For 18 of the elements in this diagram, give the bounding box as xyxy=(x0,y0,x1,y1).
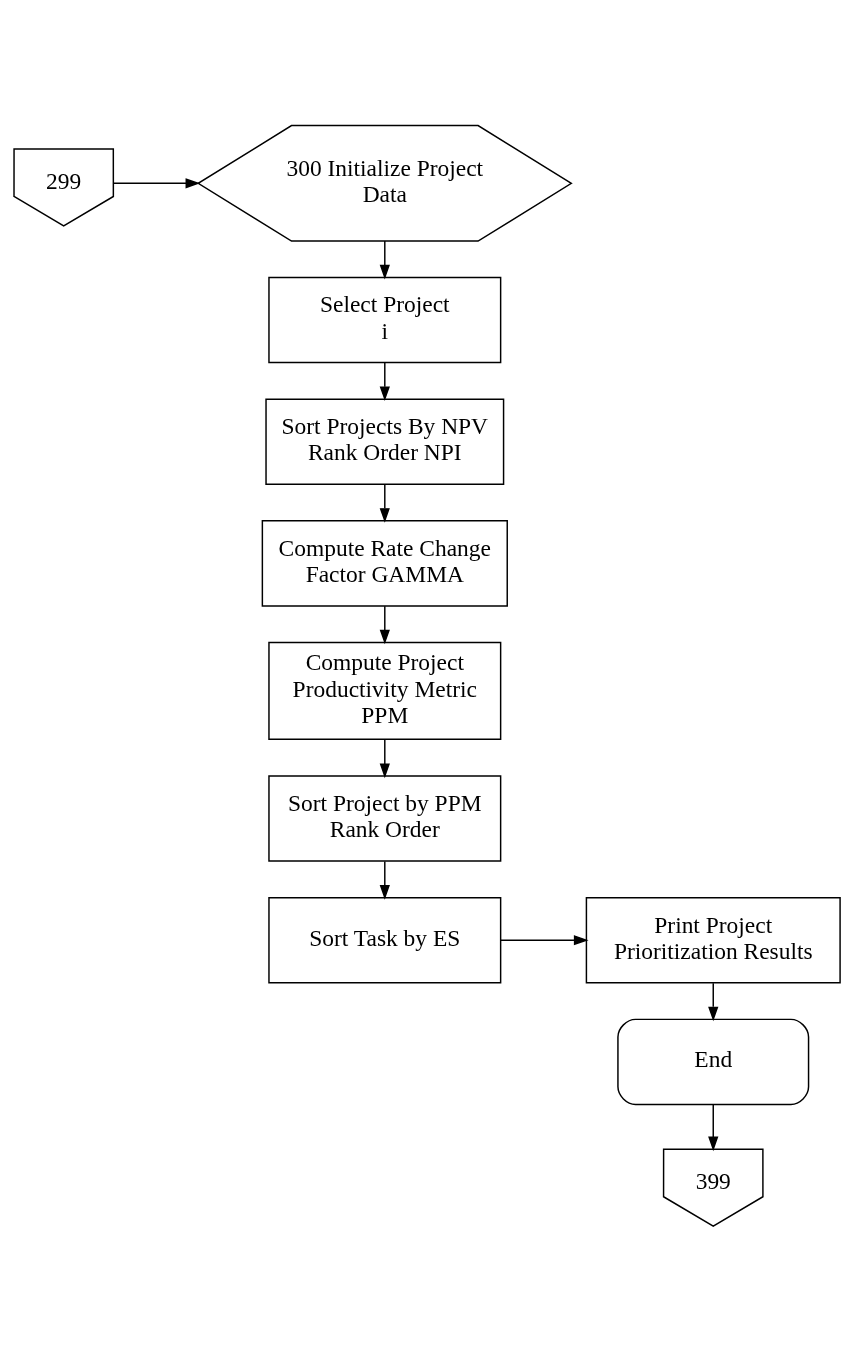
node-box: Sort Task by ES xyxy=(268,896,502,984)
arrow xyxy=(708,982,719,1022)
arrow xyxy=(379,362,390,402)
arrow xyxy=(708,1104,719,1152)
node-box: Compute Rate Change Factor GAMMA xyxy=(261,520,508,607)
node-box: Compute Project Productivity Metric PPM xyxy=(268,641,502,741)
arrow xyxy=(379,240,390,280)
arrow xyxy=(379,605,390,645)
arrow xyxy=(500,935,589,946)
node-box: Sort Projects By NPV Rank Order NPI xyxy=(265,398,505,485)
node-box: Select Project i xyxy=(268,276,502,364)
arrow xyxy=(113,178,201,189)
node-box: End xyxy=(617,1018,810,1106)
node-box: Sort Project by PPM Rank Order xyxy=(268,775,502,862)
arrow xyxy=(379,483,390,523)
arrow xyxy=(379,738,390,779)
node-box: Print Project Prioritization Results xyxy=(585,896,841,984)
arrow xyxy=(379,860,390,900)
